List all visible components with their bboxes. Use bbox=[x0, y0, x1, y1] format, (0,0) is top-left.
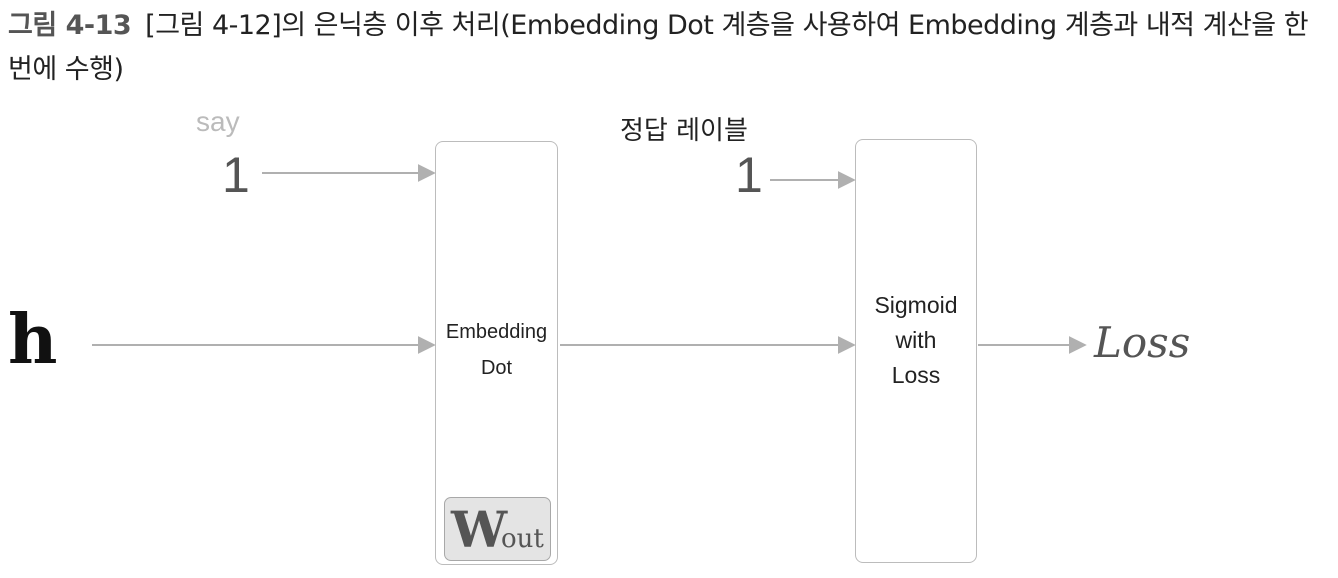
sigmoid-label: Sigmoid with Loss bbox=[856, 288, 976, 393]
sigmoid-line1: Sigmoid bbox=[874, 292, 958, 318]
answer-one-value: 1 bbox=[735, 147, 763, 203]
hidden-vector-h: h bbox=[8, 300, 58, 380]
sigmoid-line2: with bbox=[895, 327, 937, 353]
figure-caption: 그림 4-13[그림 4-12]의 은닉층 이후 처리(Embedding Do… bbox=[8, 4, 1334, 92]
weight-wout-box: W out bbox=[444, 497, 551, 561]
weight-subscript: out bbox=[501, 524, 544, 554]
sigmoid-line3: Loss bbox=[891, 362, 941, 388]
answer-label: 정답 레이블 bbox=[620, 116, 748, 146]
embedding-dot-layer: Embedding Dot W out bbox=[435, 141, 558, 565]
say-label: say bbox=[196, 106, 240, 137]
sigmoid-with-loss-layer: Sigmoid with Loss bbox=[855, 139, 977, 563]
figure-caption-text: [그림 4-12]의 은닉층 이후 처리(Embedding Dot 계층을 사… bbox=[8, 10, 1309, 85]
input-one-value: 1 bbox=[222, 147, 250, 203]
figure-number: 그림 4-13 bbox=[8, 10, 132, 41]
embedding-dot-line2: Dot bbox=[480, 357, 513, 379]
loss-output-label: Loss bbox=[1094, 318, 1191, 367]
embedding-dot-line1: Embedding bbox=[445, 321, 548, 343]
weight-main-symbol: W bbox=[451, 500, 508, 559]
embedding-dot-label: Embedding Dot bbox=[436, 314, 557, 386]
